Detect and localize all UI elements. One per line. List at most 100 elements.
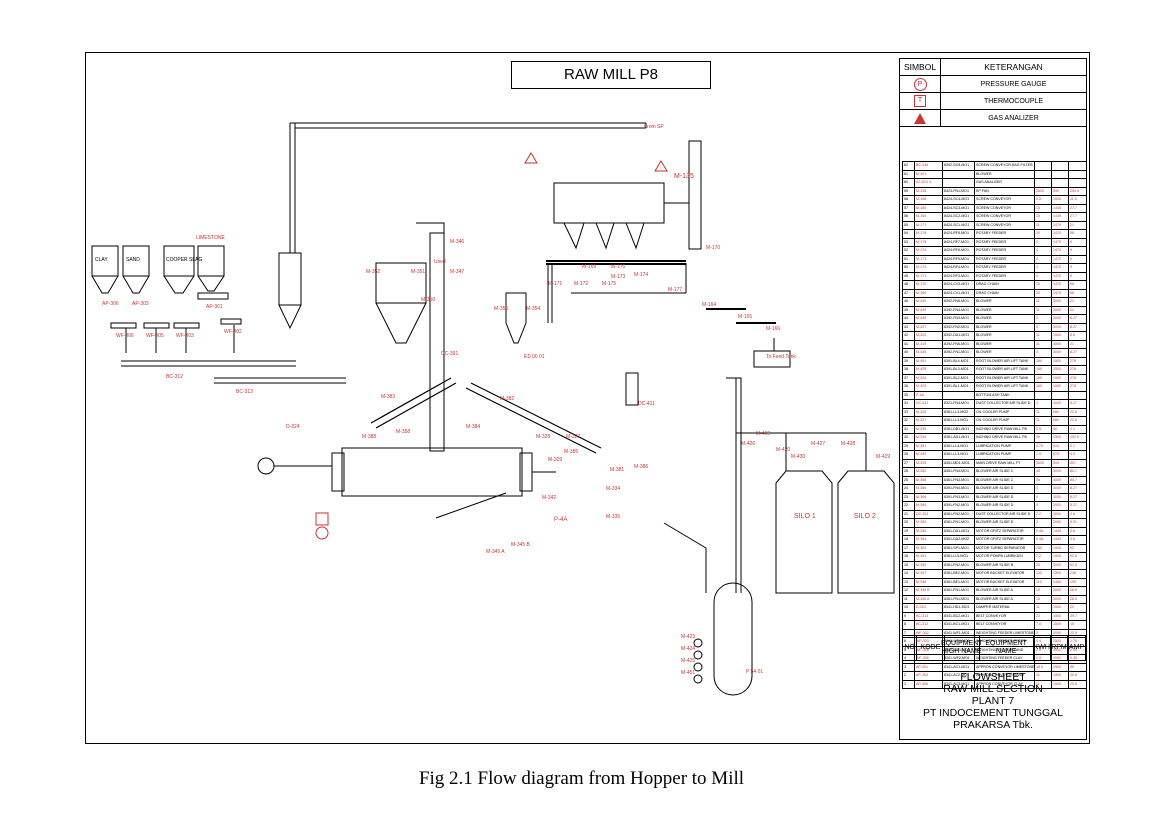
cell-no: 51 bbox=[902, 254, 915, 264]
cell-kwh: 11 bbox=[1034, 407, 1052, 417]
cell-kwh: 3600 bbox=[1034, 458, 1052, 468]
cell-kwh: 45 bbox=[1034, 467, 1052, 477]
cell-rpm: 3000 bbox=[1051, 475, 1069, 485]
legend-row-pressure: P PRESSURE GAUGE bbox=[900, 76, 1086, 93]
cell-kode: M-420 bbox=[914, 331, 943, 341]
cell-rpm: 1485 bbox=[1051, 577, 1069, 587]
svg-text:SILO 2: SILO 2 bbox=[854, 513, 876, 520]
cell-no: 19 bbox=[902, 526, 915, 536]
cell-no: 15 bbox=[902, 560, 915, 570]
svg-text:M-358: M-358 bbox=[396, 429, 410, 435]
cell-kwh: 0.75 bbox=[1034, 441, 1052, 451]
turbo-separator bbox=[375, 262, 427, 344]
cell-rpm: 1445 bbox=[1051, 203, 1069, 213]
cell-kode: M-425 bbox=[914, 365, 943, 375]
cell-rpm: 1500 bbox=[1051, 195, 1069, 205]
cell-high-name: 8341-BC1-MO1 bbox=[942, 620, 975, 630]
cell-kwh: 110 bbox=[1034, 577, 1052, 587]
cell-name: ROTARY FEEDER bbox=[974, 237, 1035, 247]
svg-text:M-345 A: M-345 A bbox=[486, 549, 505, 555]
cell-no: 55 bbox=[902, 220, 915, 230]
cell-amp: 9 bbox=[1068, 246, 1087, 256]
svg-text:M-164: M-164 bbox=[702, 302, 716, 308]
cell-kwh: 15 bbox=[1034, 212, 1052, 222]
cell-high-name: 8424-RF5-MO1 bbox=[942, 254, 975, 264]
cell-kwh: 11 bbox=[1034, 339, 1052, 349]
svg-text:WF-305: WF-305 bbox=[146, 333, 164, 339]
svg-text:DC-411: DC-411 bbox=[638, 401, 655, 407]
legend-header-desc: KETERANGAN bbox=[984, 62, 1043, 72]
cell-rpm: 3000 bbox=[1051, 492, 1069, 502]
cell-name: BLOWER AIR SLIDE D bbox=[974, 501, 1035, 511]
cell-name: BLOWER bbox=[974, 331, 1035, 341]
col-high-name: EQUIPMENT HIGH NAME bbox=[941, 636, 983, 660]
cell-name: SCREW CONVEYOR bbox=[974, 212, 1035, 222]
cell-kode: M-358 bbox=[914, 475, 943, 485]
cell-kode: BC-312 bbox=[914, 620, 943, 630]
cell-kwh: 30 bbox=[1034, 560, 1052, 570]
cell-amp bbox=[1068, 161, 1087, 171]
svg-text:M-423: M-423 bbox=[681, 634, 695, 640]
svg-text:M-420: M-420 bbox=[776, 447, 790, 453]
svg-text:M-430: M-430 bbox=[791, 454, 805, 460]
svg-text:LIMESTONE: LIMESTONE bbox=[196, 235, 225, 241]
cell-name: MOTOR GRITZ SEPARATOR bbox=[974, 535, 1035, 545]
svg-text:M-388: M-388 bbox=[362, 434, 376, 440]
cell-high-name: 8361-FN2-MO1 bbox=[942, 560, 975, 570]
cell-high-name: 8361-FN1-MO1 bbox=[942, 586, 975, 596]
cell-kwh: 30 bbox=[1034, 280, 1052, 290]
svg-text:M-382: M-382 bbox=[500, 396, 514, 402]
cell-amp: 8.27 bbox=[1068, 348, 1087, 358]
svg-text:WF-303: WF-303 bbox=[176, 333, 194, 339]
cell-amp: 254.9 bbox=[1068, 186, 1087, 196]
cell-high-name: 8391-BL3-MO1 bbox=[942, 365, 975, 375]
svg-text:M-384: M-384 bbox=[466, 424, 480, 430]
figure-caption: Fig 2.1 Flow diagram from Hopper to Mill bbox=[418, 768, 745, 789]
col-kwh: KWH bbox=[1034, 636, 1051, 660]
svg-text:BC-312: BC-312 bbox=[166, 374, 183, 380]
cell-name: BLOWER AIR SLIDE D bbox=[974, 492, 1035, 502]
cell-kode: M-426 bbox=[914, 348, 943, 358]
cell-kode: M-351 bbox=[914, 552, 943, 562]
cell-no: 48 bbox=[902, 280, 915, 290]
cell-high-name: 8361-LL3-MO1 bbox=[942, 450, 975, 460]
cell-kwh: 15 bbox=[1034, 594, 1052, 604]
cell-name: DUST COLLECTOR AIR SLIDE D bbox=[974, 509, 1035, 519]
cell-kwh: 11 bbox=[1034, 603, 1052, 613]
cell-rpm: 1470 bbox=[1051, 263, 1069, 273]
cell-high-name: 8391-BL4-MO1 bbox=[942, 356, 975, 366]
cell-no: 61 bbox=[902, 169, 915, 179]
process-flow-diagram: CLAY SAND COOPER SLAG LIMESTONE From SP … bbox=[91, 122, 895, 696]
cell-amp: 5.6 bbox=[1068, 331, 1087, 341]
cell-amp: 28.5 bbox=[1068, 586, 1087, 596]
cell-kwh: 132 bbox=[1034, 569, 1052, 579]
cell-amp: 3.8 bbox=[1068, 535, 1087, 545]
cell-rpm: 1500 bbox=[1051, 552, 1069, 562]
svg-text:M-351: M-351 bbox=[411, 269, 425, 275]
cell-kode: M-429 bbox=[914, 305, 943, 315]
legend-panel: SIMBOL KETERANGAN P PRESSURE GAUGE T THE… bbox=[899, 58, 1087, 740]
cell-name: DAMPER MATERIAL bbox=[974, 603, 1035, 613]
cell-kwh: 0.48 bbox=[1034, 526, 1052, 536]
cell-name: BLOWER AIR SLIDE B bbox=[974, 560, 1035, 570]
cell-no: 25 bbox=[902, 475, 915, 485]
cell-rpm: 3000 bbox=[1051, 339, 1069, 349]
cell-no: 45 bbox=[902, 305, 915, 315]
legend-header-symbol: SIMBOL bbox=[900, 59, 941, 75]
cell-high-name: 8392-FN2-MO1 bbox=[942, 322, 975, 332]
cell-kwh: 11 bbox=[1034, 220, 1052, 230]
cell-no: 46 bbox=[902, 297, 915, 307]
